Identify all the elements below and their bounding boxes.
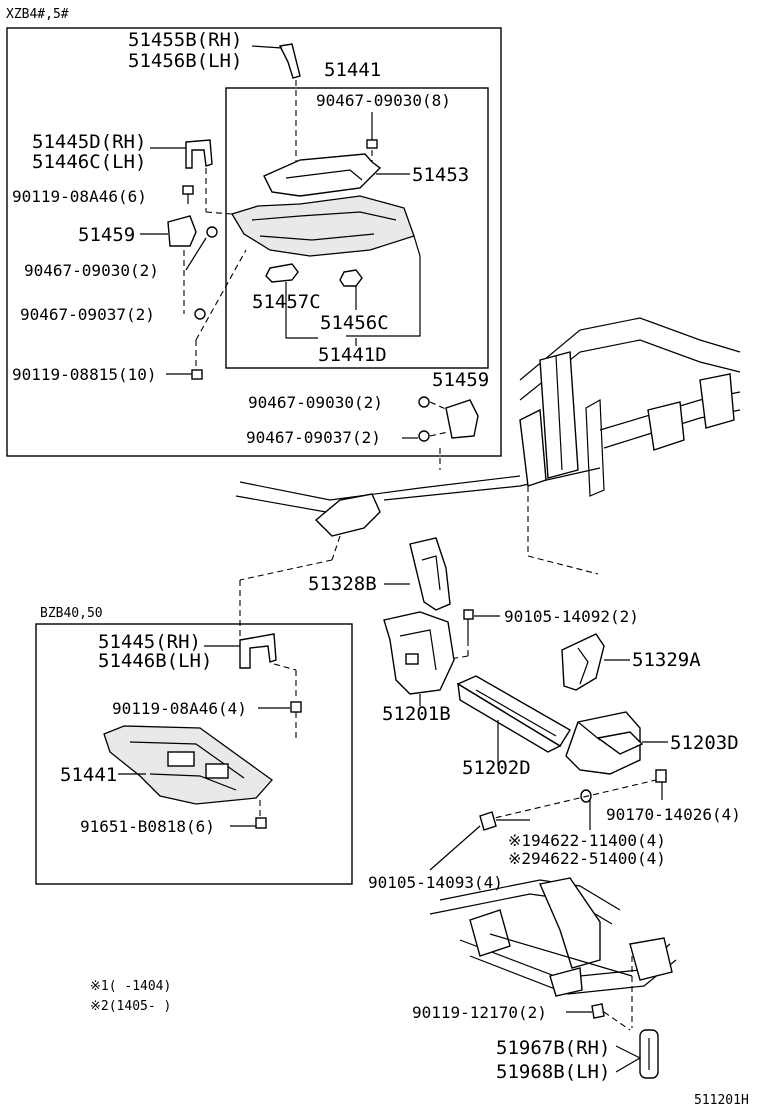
clip-51457c xyxy=(265,263,299,283)
label-51456b: 51456B(LH) xyxy=(128,50,242,72)
vehicle-frame-lower xyxy=(429,877,677,1028)
label-90467-09037-2-b: 90467-09037(2) xyxy=(246,428,381,447)
bolt-90105-14092 xyxy=(463,609,500,640)
label-51328b: 51328B xyxy=(308,573,377,595)
label-51456c: 51456C xyxy=(320,312,389,334)
label-51455b: 51455B(RH) xyxy=(128,29,242,51)
label-51202d: 51202D xyxy=(462,757,531,779)
bolt-90119-08815 xyxy=(166,369,203,380)
label-90119-12170-2: 90119-12170(2) xyxy=(412,1003,547,1022)
top-section-frame xyxy=(6,27,502,457)
nut-90467-09030-right xyxy=(418,396,430,408)
nut-90467-09037-right xyxy=(418,430,430,442)
bracket-51459-right xyxy=(445,399,479,439)
nut-90170-14026 xyxy=(655,769,667,783)
bolt-90119-08a46 xyxy=(182,185,194,204)
strap-51967b xyxy=(615,1029,659,1079)
label-51441-bottom: 51441 xyxy=(60,764,117,786)
bracket-51455b xyxy=(251,43,301,79)
bracket-51445 xyxy=(204,633,277,669)
label-90467-09030-2-b: 90467-09030(2) xyxy=(248,393,383,412)
label-51445-rh: 51445(RH) xyxy=(98,631,201,653)
label-91651-b0818-6: 91651-B0818(6) xyxy=(80,817,215,836)
bracket-51203d xyxy=(565,711,668,775)
diagram-id: 511201H xyxy=(694,1093,749,1108)
vehicle-frame-upper xyxy=(235,317,741,575)
label-90467-09030-8: 90467-09030(8) xyxy=(316,91,451,110)
label-90119-08815-10: 90119-08815(10) xyxy=(12,365,157,384)
label-90105-14092-2: 90105-14092(2) xyxy=(504,607,639,626)
skid-plate-51441d xyxy=(231,195,415,257)
bottom-variant-label: BZB40,50 xyxy=(40,606,103,621)
bracket-51329a xyxy=(561,633,605,691)
crossmember-51328b xyxy=(409,537,451,611)
label-51967b: 51967B(RH) xyxy=(496,1037,610,1059)
bolt-90119-12170 xyxy=(566,1003,605,1019)
label-51446c: 51446C(LH) xyxy=(32,151,146,173)
label-51441-top: 51441 xyxy=(324,59,381,81)
label-51459-a: 51459 xyxy=(78,224,135,246)
label-51201b: 51201B xyxy=(382,703,451,725)
part-labels: 51455B(RH) 51456B(LH) 51441 90467-09030(… xyxy=(12,29,749,1108)
bracket-51201b xyxy=(383,611,455,695)
label-51203d: 51203D xyxy=(670,732,739,754)
label-51329a: 51329A xyxy=(632,649,701,671)
skid-plate-51453 xyxy=(263,153,382,197)
nut-90467-09030-left xyxy=(206,226,218,238)
label-90119-08a46-6: 90119-08A46(6) xyxy=(12,187,147,206)
bolt-90119-08a46-bottom xyxy=(258,701,302,713)
label-94622-51400-4: ※294622-51400(4) xyxy=(508,849,666,868)
label-51968b: 51968B(LH) xyxy=(496,1061,610,1083)
label-94622-11400-4: ※194622-11400(4) xyxy=(508,831,666,850)
crossmember-51202d xyxy=(456,675,571,766)
label-90119-08a46-4: 90119-08A46(4) xyxy=(112,699,247,718)
top-variant-label: XZB4#,5# xyxy=(6,7,69,22)
label-90467-09037-2-a: 90467-09037(2) xyxy=(20,305,155,324)
note-2: ※2(1405- ) xyxy=(90,999,171,1014)
label-51441d: 51441D xyxy=(318,344,387,366)
bracket-51445d xyxy=(150,139,213,169)
bracket-51459-left xyxy=(167,215,197,247)
note-1: ※1( -1404) xyxy=(90,979,171,994)
bolt-91651-b0818 xyxy=(230,817,267,829)
label-90105-14093-4: 90105-14093(4) xyxy=(368,873,503,892)
label-51459-b: 51459 xyxy=(432,369,489,391)
label-51453: 51453 xyxy=(412,164,469,186)
clip-51456c xyxy=(339,269,363,287)
nut-90467-09037-left xyxy=(194,308,206,320)
label-51446b: 51446B(LH) xyxy=(98,650,212,672)
bolt-90467-09030 xyxy=(366,112,378,149)
label-90170-14026-4: 90170-14026(4) xyxy=(606,805,741,824)
bottom-section-frame xyxy=(35,623,353,885)
skid-plate-subframe xyxy=(225,87,489,369)
label-51445d: 51445D(RH) xyxy=(32,131,146,153)
label-51457c: 51457C xyxy=(252,291,321,313)
label-90467-09030-2-a: 90467-09030(2) xyxy=(24,261,159,280)
bolt-90105-14093 xyxy=(429,811,530,871)
